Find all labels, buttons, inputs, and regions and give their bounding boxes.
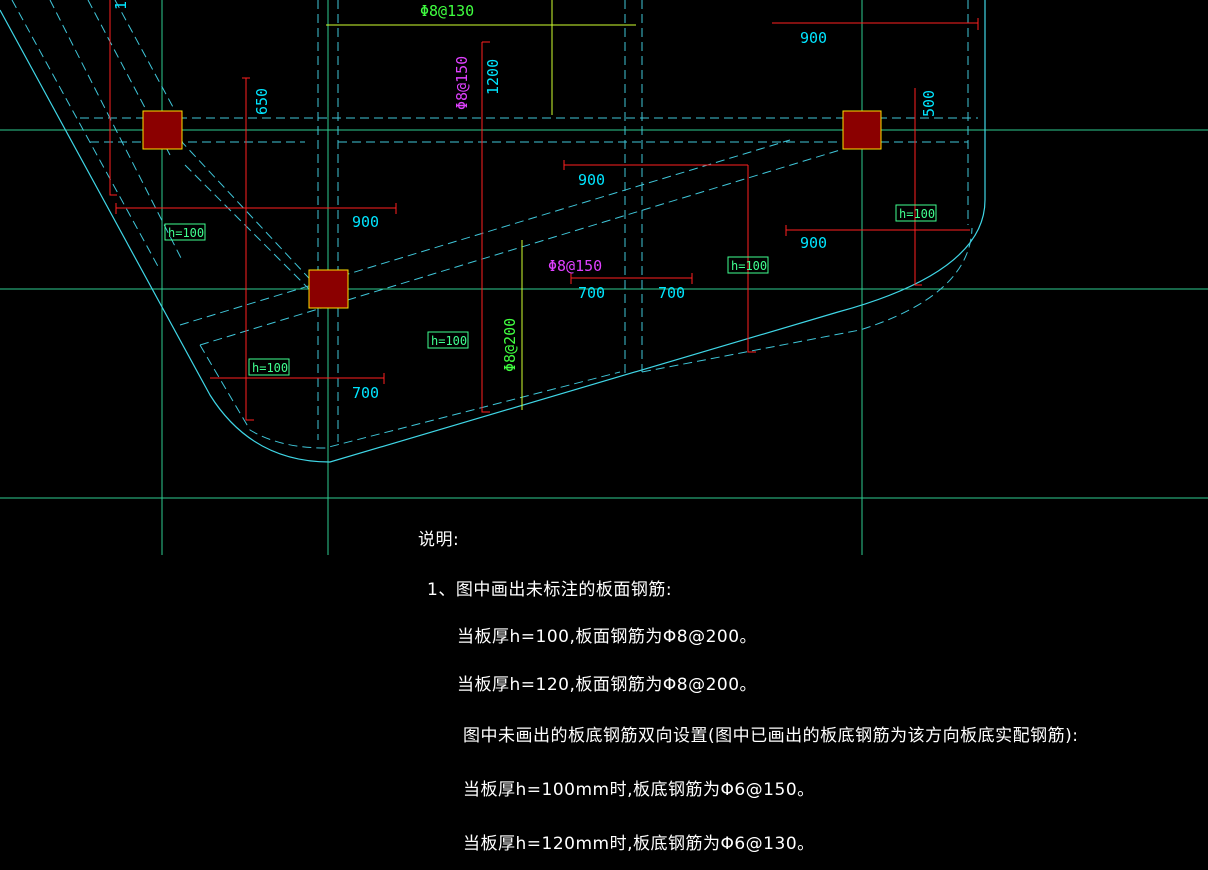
dim-label-500: 500 [920,90,938,117]
dim-line [747,165,756,353]
note-line-1: 当板厚h=100,板面钢筋为Φ8@200。 [457,627,758,647]
note-line-5: 当板厚h=120mm时,板底钢筋为Φ6@130。 [463,834,815,854]
dim-label-650: 650 [253,88,271,115]
note-line-2: 当板厚h=120,板面钢筋为Φ8@200。 [457,675,758,695]
h-tag-box [727,256,769,274]
dim-label-900-right: 900 [800,234,827,252]
beam-edge [179,139,321,291]
dim-line [914,88,922,286]
beam-edge [199,149,841,346]
rebar-label-lower: Φ8@200 [501,318,519,372]
rebar-label-mid: Φ8@150 [548,257,602,275]
h-tag-box [164,223,206,241]
top-edge-tick-label: 12 [112,0,130,10]
h-tag-label-2: h=100 [431,334,467,348]
dim-label-700-c: 700 [352,384,379,402]
rebar-label-vertical: Φ8@150 [453,56,471,110]
beam-edge [114,0,181,121]
column-2 [308,269,349,309]
dim-label-700-a: 700 [578,284,605,302]
dim-line [563,160,748,170]
dim-line [785,225,970,236]
columns [142,110,882,309]
beam-edge [184,164,311,291]
rebar-lines [326,0,636,410]
dim-line [115,203,397,214]
dim-line [772,18,979,30]
thickness-tag-labels: h=100 h=100 h=100 h=100 h=100 [168,207,935,375]
dimension-lines [109,0,979,421]
note-item-1: 1、图中画出未标注的板面钢筋: [427,580,673,600]
beam-edge [11,0,161,271]
column-1 [142,110,183,150]
slab-edge-outer [0,0,986,463]
beam-edges [11,0,978,449]
dim-label-1200: 1200 [484,59,502,95]
dim-line [570,273,693,284]
h-tag-label-3: h=100 [252,361,288,375]
h-tag-box [248,358,290,376]
h-tag-box [427,331,469,349]
thickness-tags [164,204,937,376]
dim-line [481,41,490,413]
dim-line [210,373,385,384]
beam-edge [199,344,621,449]
slab-outline [0,0,986,463]
h-tag-label-5: h=100 [899,207,935,221]
h-tag-box [895,204,937,222]
rebar-label-top: Φ8@130 [420,2,474,20]
h-tag-label-1: h=100 [168,226,204,240]
dim-label-900-center: 900 [578,171,605,189]
dim-label-700-b: 700 [658,284,685,302]
beam-edge [179,139,791,326]
dim-label-900-top-right: 900 [800,29,827,47]
beam-edge [641,227,973,373]
dim-label-900-left: 900 [352,213,379,231]
labels: 12 Φ8@130 Φ8@150 1200 650 500 900 900 90… [112,0,938,402]
note-line-3: 图中未画出的板底钢筋双向设置(图中已画出的板底钢筋为该方向板底实配钢筋): [463,726,1079,746]
h-tag-label-4: h=100 [731,259,767,273]
dim-line [242,77,254,421]
beam-edge [49,0,183,261]
dim-line [109,0,117,196]
notes-title: 说明: [418,530,460,550]
column-3 [842,110,882,150]
note-line-4: 当板厚h=100mm时,板底钢筋为Φ6@150。 [463,780,815,800]
